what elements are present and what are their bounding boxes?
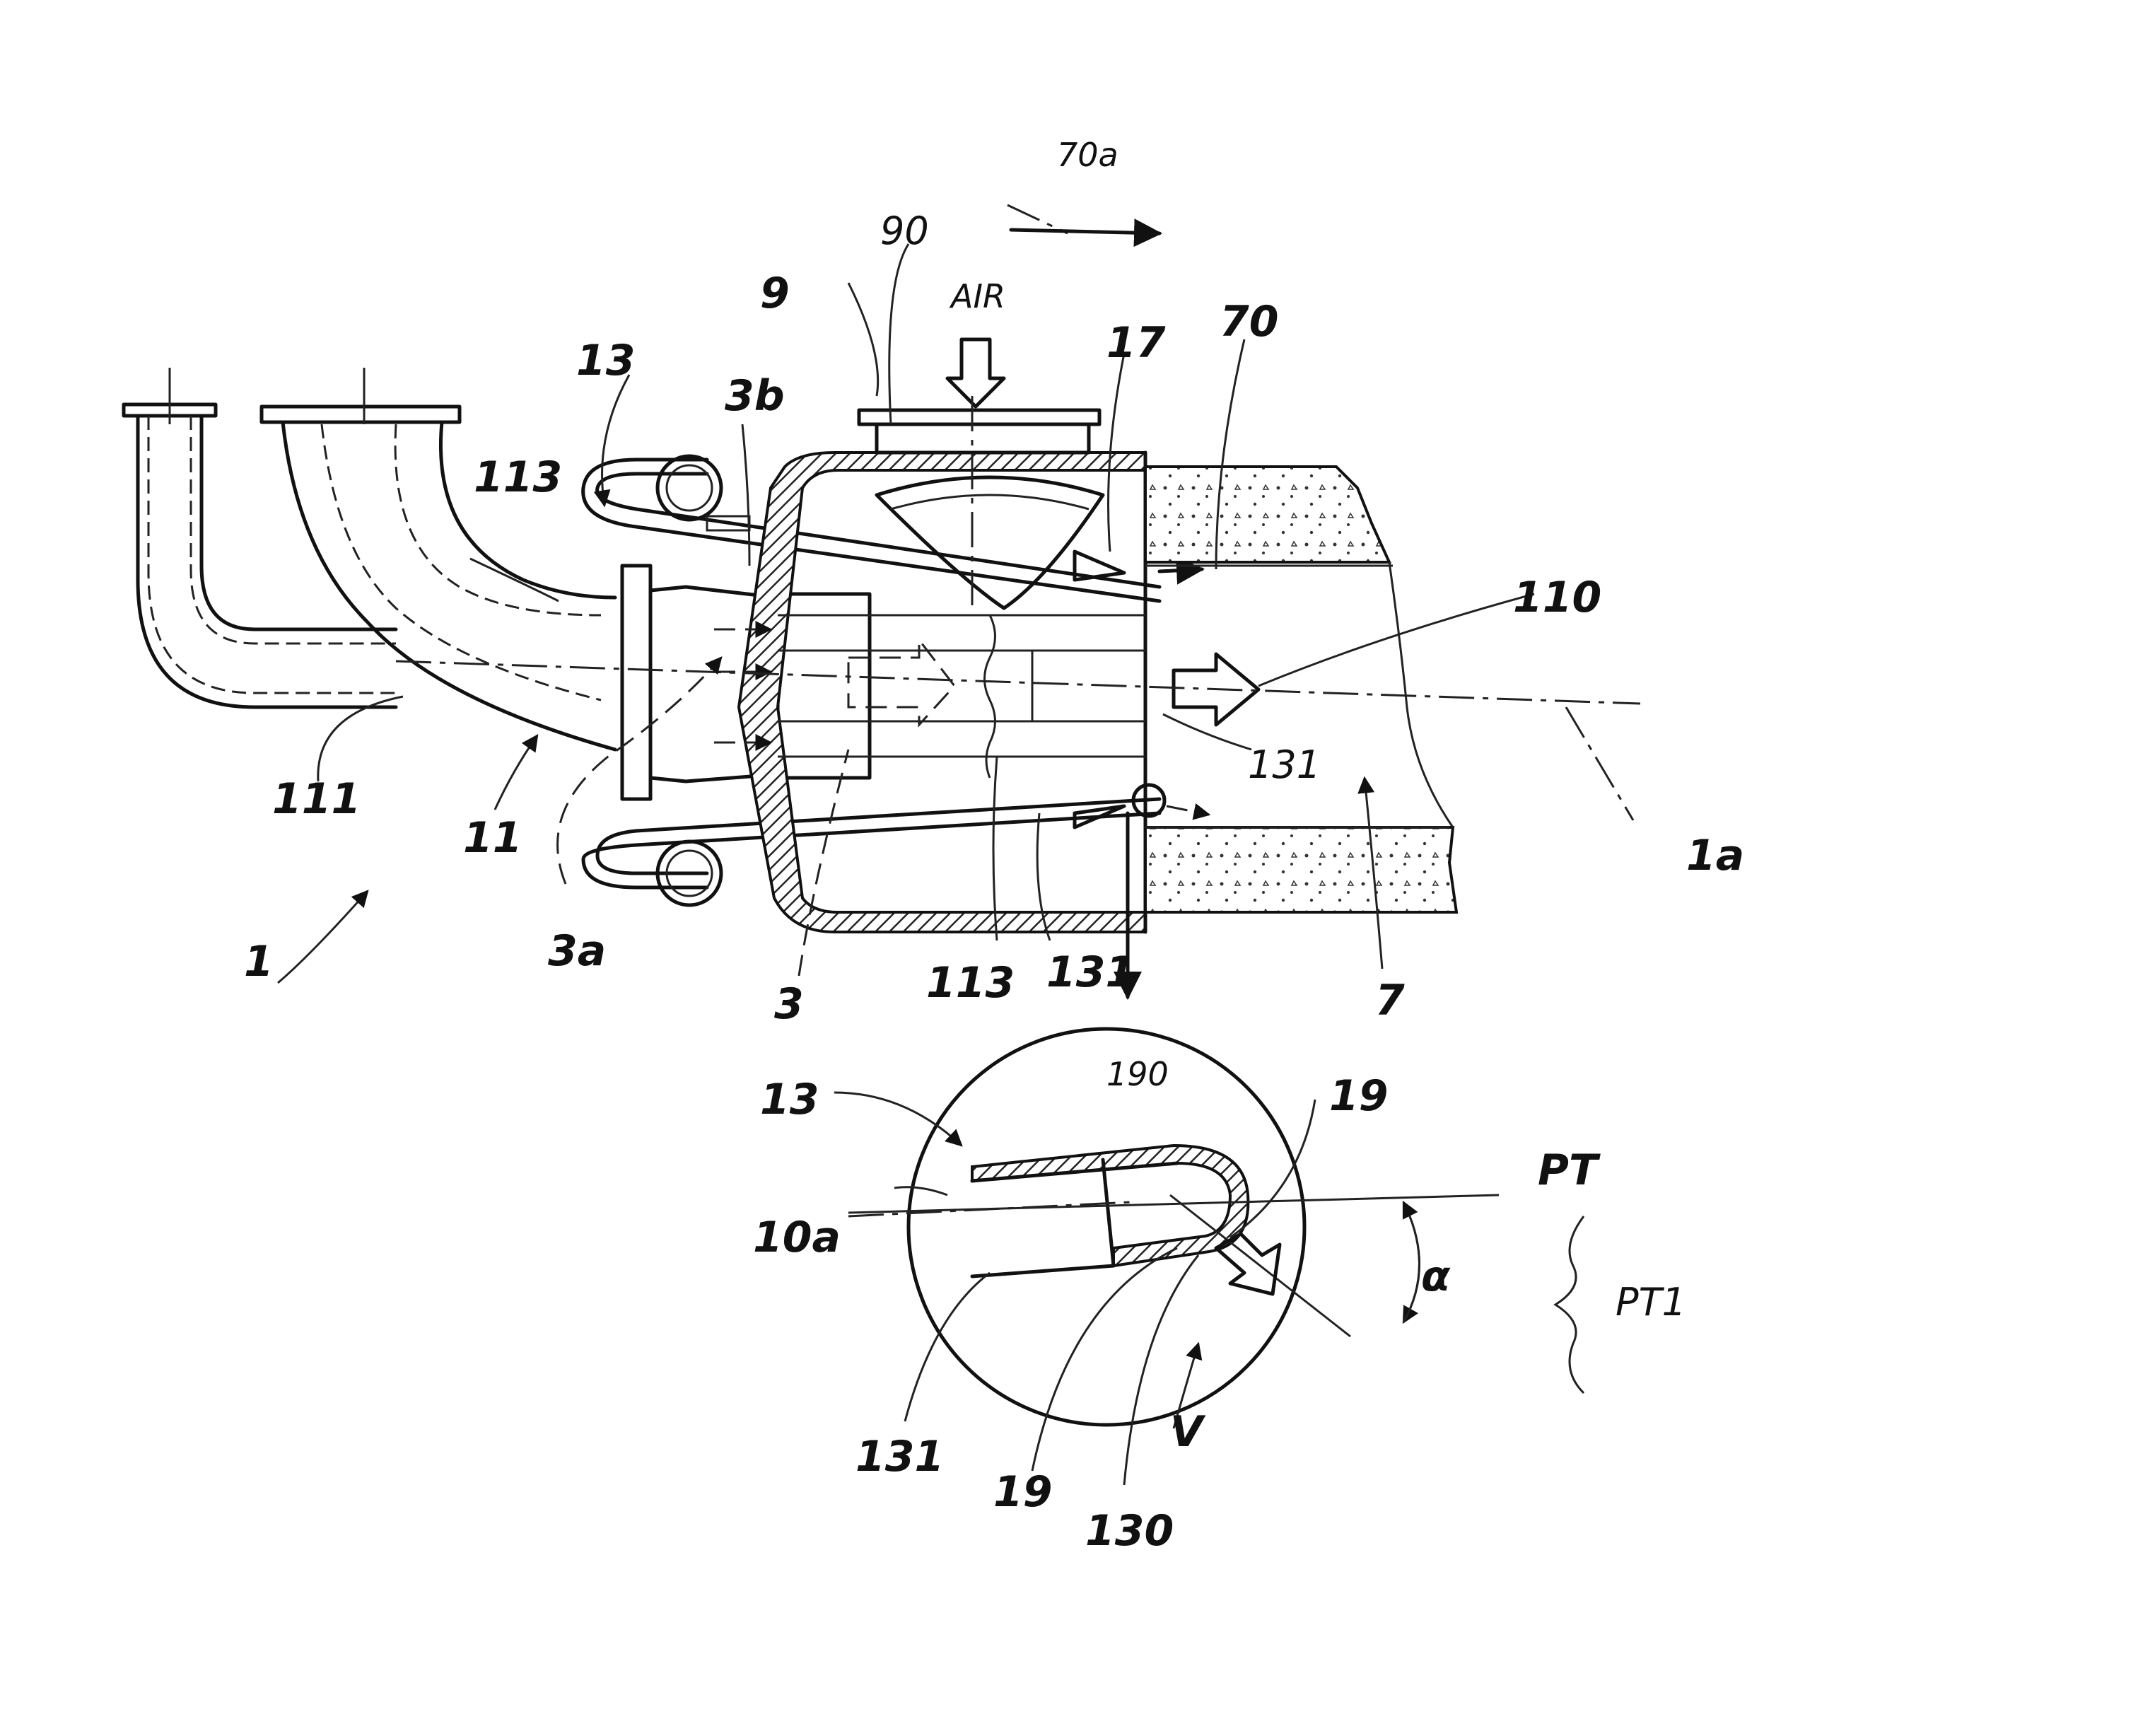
label-13-detail: 13 [760,1075,819,1124]
arrow-70a [1011,230,1159,233]
label-pt1: PT1 [1616,1280,1686,1324]
label-70a: 70a [1057,136,1118,174]
label-air: AIR [949,277,1005,315]
label-3b: 3b [725,371,785,421]
label-3: 3 [774,979,804,1029]
combustion-chamber-7 [1145,467,1456,912]
label-113-bot: 113 [926,958,1015,1008]
label-17: 17 [1106,318,1166,368]
label-131-mid: 131 [1248,742,1321,787]
label-10a: 10a [753,1213,841,1262]
label-9: 9 [760,269,790,318]
label-113-top: 113 [474,453,562,502]
label-13-top: 13 [576,336,636,385]
label-90: 90 [880,209,929,253]
label-v: V [1170,1407,1206,1457]
label-11: 11 [463,813,522,863]
label-alpha: α [1421,1252,1451,1301]
label-pt: PT [1538,1146,1601,1195]
mixing-tube [778,615,1145,778]
label-190: 190 [1106,1055,1169,1093]
detail-view [848,1029,1584,1425]
label-111: 111 [272,774,361,824]
label-7: 7 [1375,976,1405,1025]
label-110: 110 [1513,573,1601,622]
label-1a: 1a [1686,831,1744,880]
label-19-top: 19 [1329,1071,1389,1121]
elbow-113 [262,368,615,750]
axis-1a-tail [1566,707,1633,820]
label-3a: 3a [548,926,606,976]
label-19-detail: 19 [993,1467,1053,1517]
label-131-detail: 131 [855,1432,944,1481]
label-130: 130 [1085,1506,1174,1556]
label-131-bot: 131 [1046,948,1135,997]
tube-13-bottom [583,785,1164,905]
label-70: 70 [1220,297,1279,346]
label-1: 1 [244,937,274,986]
burner-axis-1a [396,661,1640,704]
